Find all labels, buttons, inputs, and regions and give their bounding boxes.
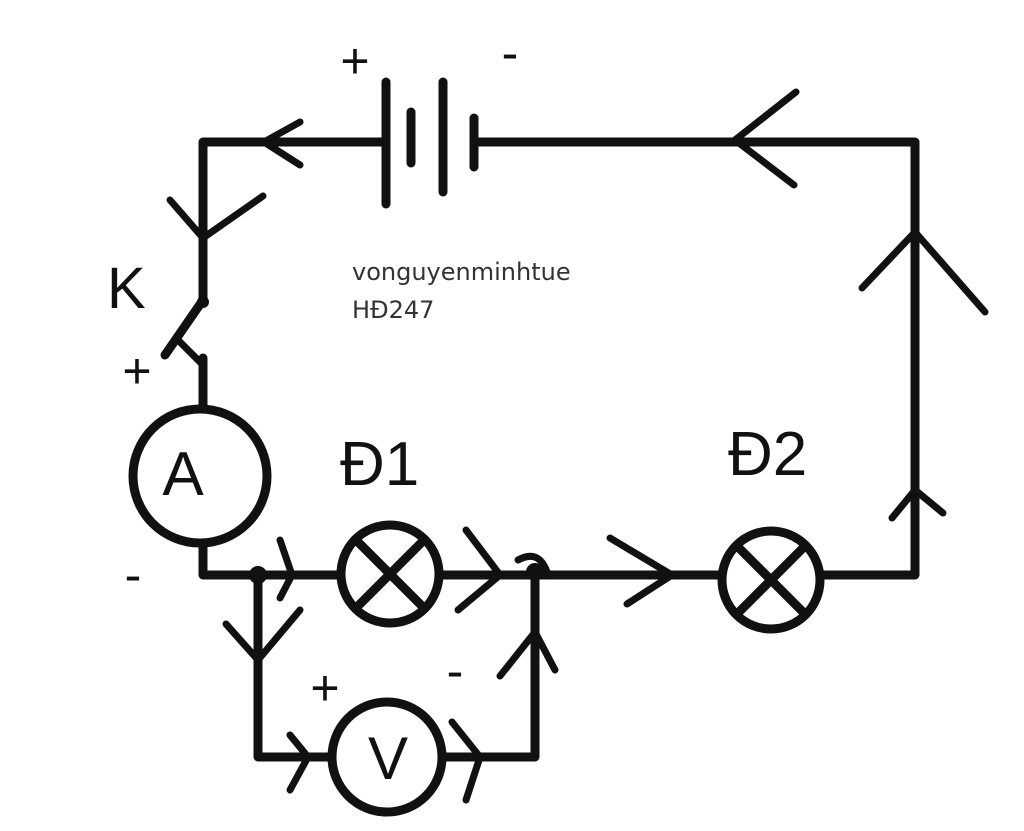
arrow-switch-lower	[174, 336, 207, 379]
circuit-wires	[160, 137, 920, 762]
switch-pivot	[197, 296, 209, 308]
lamp-d1-cross-b	[351, 535, 429, 613]
watermark: vonguyenminhtue HĐ247	[352, 258, 571, 324]
ammeter-label: A	[162, 440, 204, 509]
labels: + - K + - Đ1 Đ2 + -	[107, 25, 807, 716]
lamp-d2	[717, 526, 825, 634]
wire-top-right	[469, 137, 920, 580]
junction-left	[249, 566, 267, 584]
battery-minus-label: -	[502, 25, 519, 81]
junction-right	[526, 563, 544, 581]
arrow-bottom-after-d1	[454, 526, 504, 614]
voltmeter-label: V	[368, 725, 408, 792]
lamp-d1	[336, 520, 444, 628]
arrow-top-right	[731, 88, 800, 189]
voltmeter-minus-label: -	[447, 643, 464, 699]
arrow-right-lower	[888, 486, 947, 522]
lamp-d2-cross-b	[732, 541, 810, 619]
voltmeter: V	[327, 697, 447, 817]
arrow-bottom-mid	[606, 534, 676, 608]
arrow-switch-upper	[166, 192, 267, 242]
arrow-voltmeter-down	[222, 606, 304, 664]
voltmeter-circle	[327, 697, 447, 817]
arrow-return-up	[496, 628, 559, 680]
switch-label: K	[107, 256, 146, 321]
arrow-top-left	[260, 118, 304, 169]
lamp-d1-circle	[336, 520, 444, 628]
watermark-line-2: HĐ247	[352, 296, 434, 324]
switch-lever	[160, 295, 208, 360]
watermark-line-1: vonguyenminhtue	[352, 258, 571, 286]
wire-top-left	[198, 137, 388, 305]
arrow-node-right	[514, 552, 552, 579]
wire-ammeter-to-node	[198, 543, 343, 580]
battery-plus-label: +	[340, 33, 369, 89]
ammeter: A	[128, 404, 272, 548]
ammeter-minus-label: -	[125, 547, 142, 603]
lamp-d1-label: Đ1	[340, 430, 419, 499]
ammeter-plus-label: +	[122, 343, 151, 399]
arrow-right-upper	[858, 228, 989, 316]
lamp-d2-circle	[717, 526, 825, 634]
arrow-bottom-before-d1	[276, 536, 296, 602]
current-arrows	[166, 88, 989, 804]
arrow-voltmeter-right	[448, 718, 484, 804]
ammeter-circle	[128, 404, 272, 548]
voltmeter-plus-label: +	[310, 660, 339, 716]
lamp-d2-label: Đ2	[728, 420, 807, 489]
arrow-voltmeter-left	[286, 731, 312, 794]
battery	[381, 77, 479, 209]
